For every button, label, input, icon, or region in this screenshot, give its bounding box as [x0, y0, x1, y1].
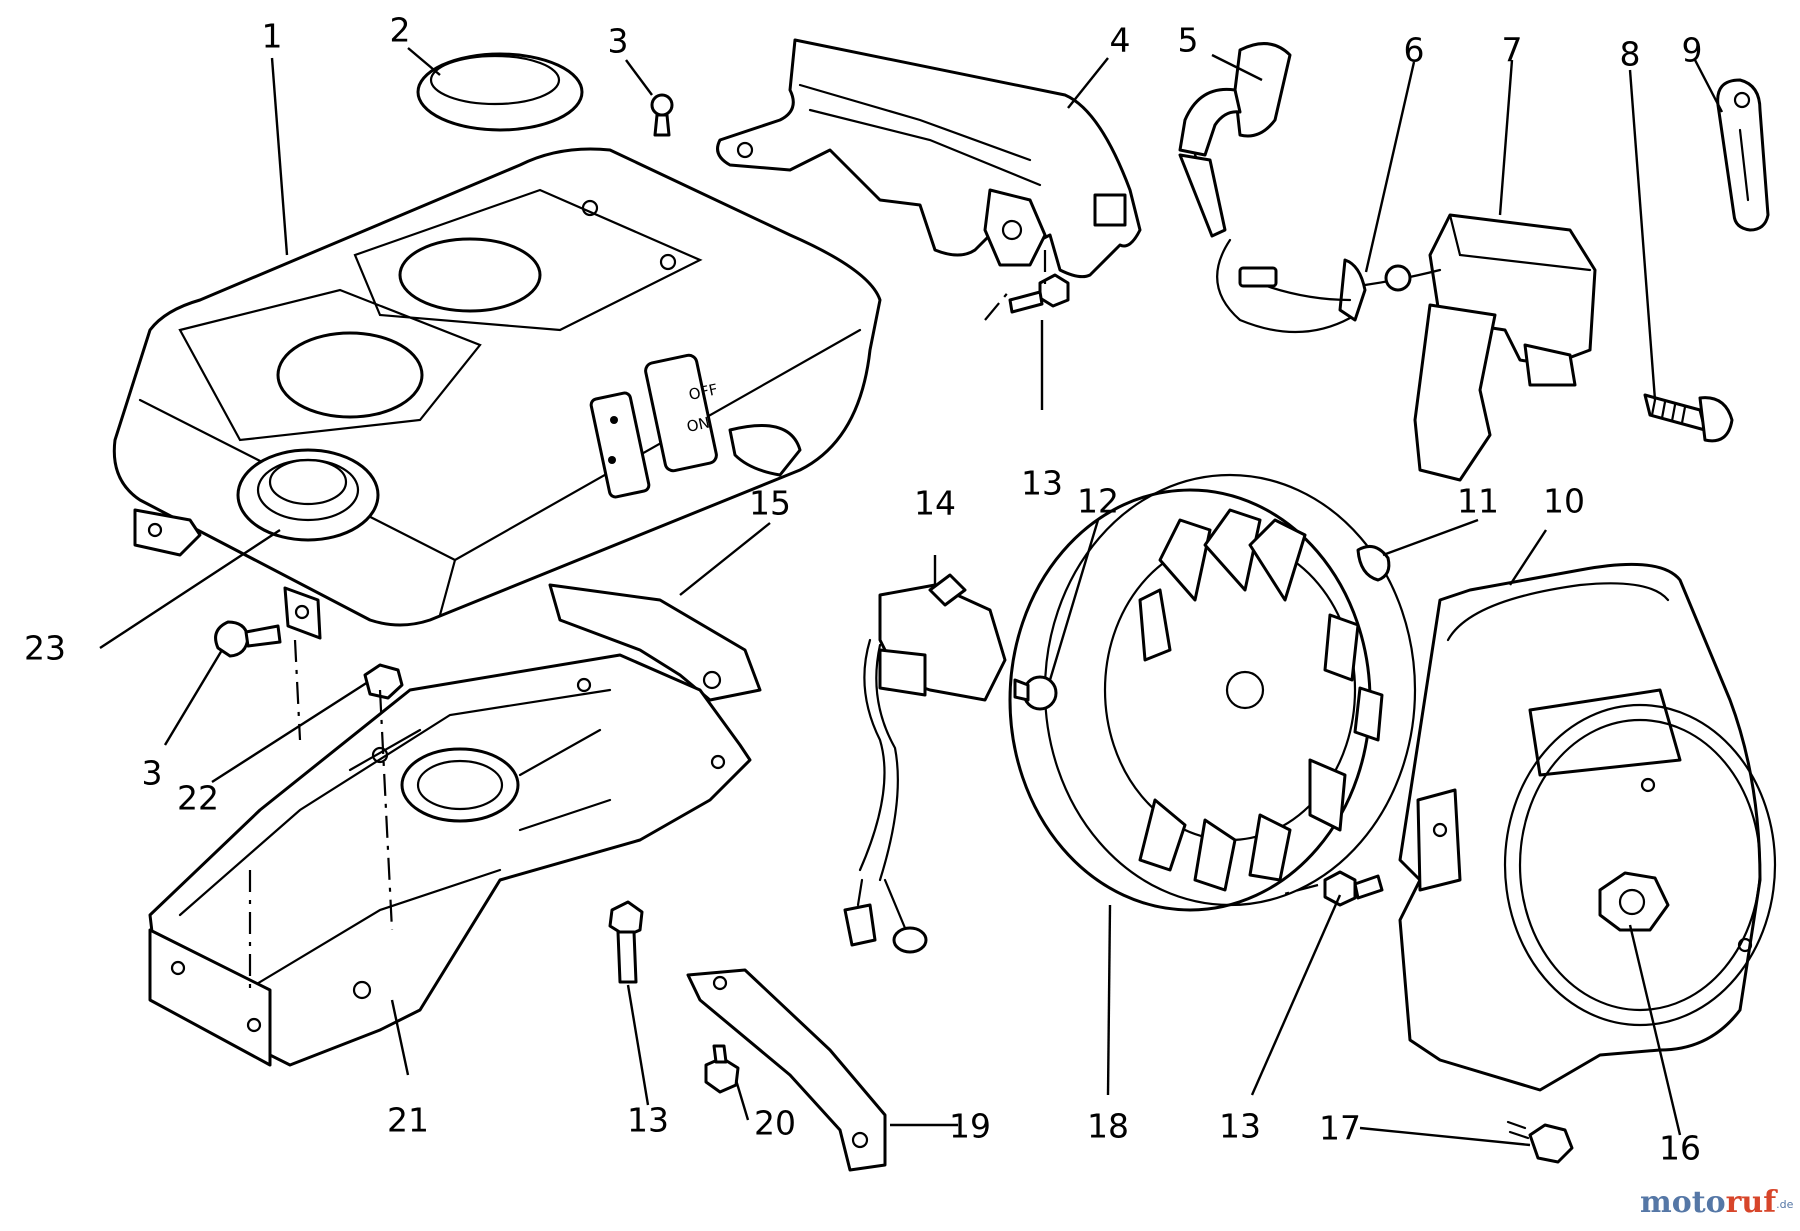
- callout-16: 16: [1659, 1129, 1701, 1168]
- callout-17: 17: [1319, 1109, 1361, 1148]
- nut-part-16: [1598, 871, 1670, 932]
- callout-22: 22: [177, 779, 219, 818]
- callout-12: 12: [1077, 482, 1119, 521]
- callout-18: 18: [1087, 1107, 1129, 1146]
- callout-11: 11: [1457, 482, 1499, 521]
- callout-21: 21: [387, 1101, 429, 1140]
- on-off-switch: [644, 353, 718, 473]
- bolt-part-13-top: [1008, 273, 1070, 314]
- callout-10: 10: [1543, 482, 1585, 521]
- callout-13-bottom: 13: [627, 1101, 669, 1140]
- bolt-part-20: [704, 1044, 740, 1094]
- switch-off-label: OFF: [687, 380, 719, 404]
- base-plate-part-21: [148, 653, 752, 1067]
- screw-part-3-bottom: [214, 620, 282, 658]
- ignition-coil-part-7: [1216, 213, 1597, 482]
- bolt-part-8: [1643, 393, 1734, 443]
- cap-part: [416, 52, 584, 132]
- callout-labels: 1 2 3 3 4 5 6 7 8 9 10 11 12 13 13 13 14…: [24, 11, 1703, 1168]
- key-part-11: [1356, 544, 1391, 582]
- callout-19: 19: [949, 1107, 991, 1146]
- bolt-part-13-bottom: [608, 900, 644, 984]
- fuel-tank-shroud: OFF ON: [112, 147, 882, 627]
- callout-20: 20: [754, 1104, 796, 1143]
- bolt-part-17: [1506, 1120, 1574, 1164]
- callout-15: 15: [749, 484, 791, 523]
- callout-4: 4: [1110, 21, 1131, 60]
- spark-plug-boot-part-5: [1178, 42, 1292, 238]
- callout-8: 8: [1620, 35, 1641, 74]
- switch-on-label: ON: [685, 414, 711, 436]
- callout-2: 2: [390, 11, 411, 50]
- screw-part-3-top: [650, 93, 674, 137]
- blower-housing-part-10: [1398, 562, 1777, 1092]
- callout-5: 5: [1178, 21, 1199, 60]
- callout-3-top: 3: [608, 22, 629, 61]
- flywheel-part-18: [1008, 473, 1417, 912]
- stop-switch-part-14: [843, 573, 1007, 954]
- bracket-part-19: [686, 968, 887, 1172]
- callout-6: 6: [1404, 31, 1425, 70]
- bracket-part-15: [548, 583, 762, 702]
- watermark-logo: motoruf.de: [1640, 1185, 1794, 1220]
- callout-7: 7: [1502, 31, 1523, 70]
- bracket-part-4: [716, 38, 1142, 279]
- callout-13-middle: 13: [1219, 1107, 1261, 1146]
- callout-9: 9: [1682, 31, 1703, 70]
- grommet-part-12: [1013, 675, 1058, 711]
- bolt-part-13-middle: [1323, 870, 1384, 907]
- nut-part-22: [363, 663, 404, 700]
- callout-1: 1: [262, 17, 283, 56]
- bracket-part-23: [133, 508, 322, 640]
- callout-13-top: 13: [1021, 464, 1063, 503]
- callout-23: 23: [24, 629, 66, 668]
- watermark: motoruf.de: [1640, 1185, 1794, 1220]
- clip-part-9: [1716, 78, 1770, 232]
- leader-lines: [99, 47, 1724, 1147]
- callout-3-bottom: 3: [142, 754, 163, 793]
- callout-14: 14: [914, 484, 956, 523]
